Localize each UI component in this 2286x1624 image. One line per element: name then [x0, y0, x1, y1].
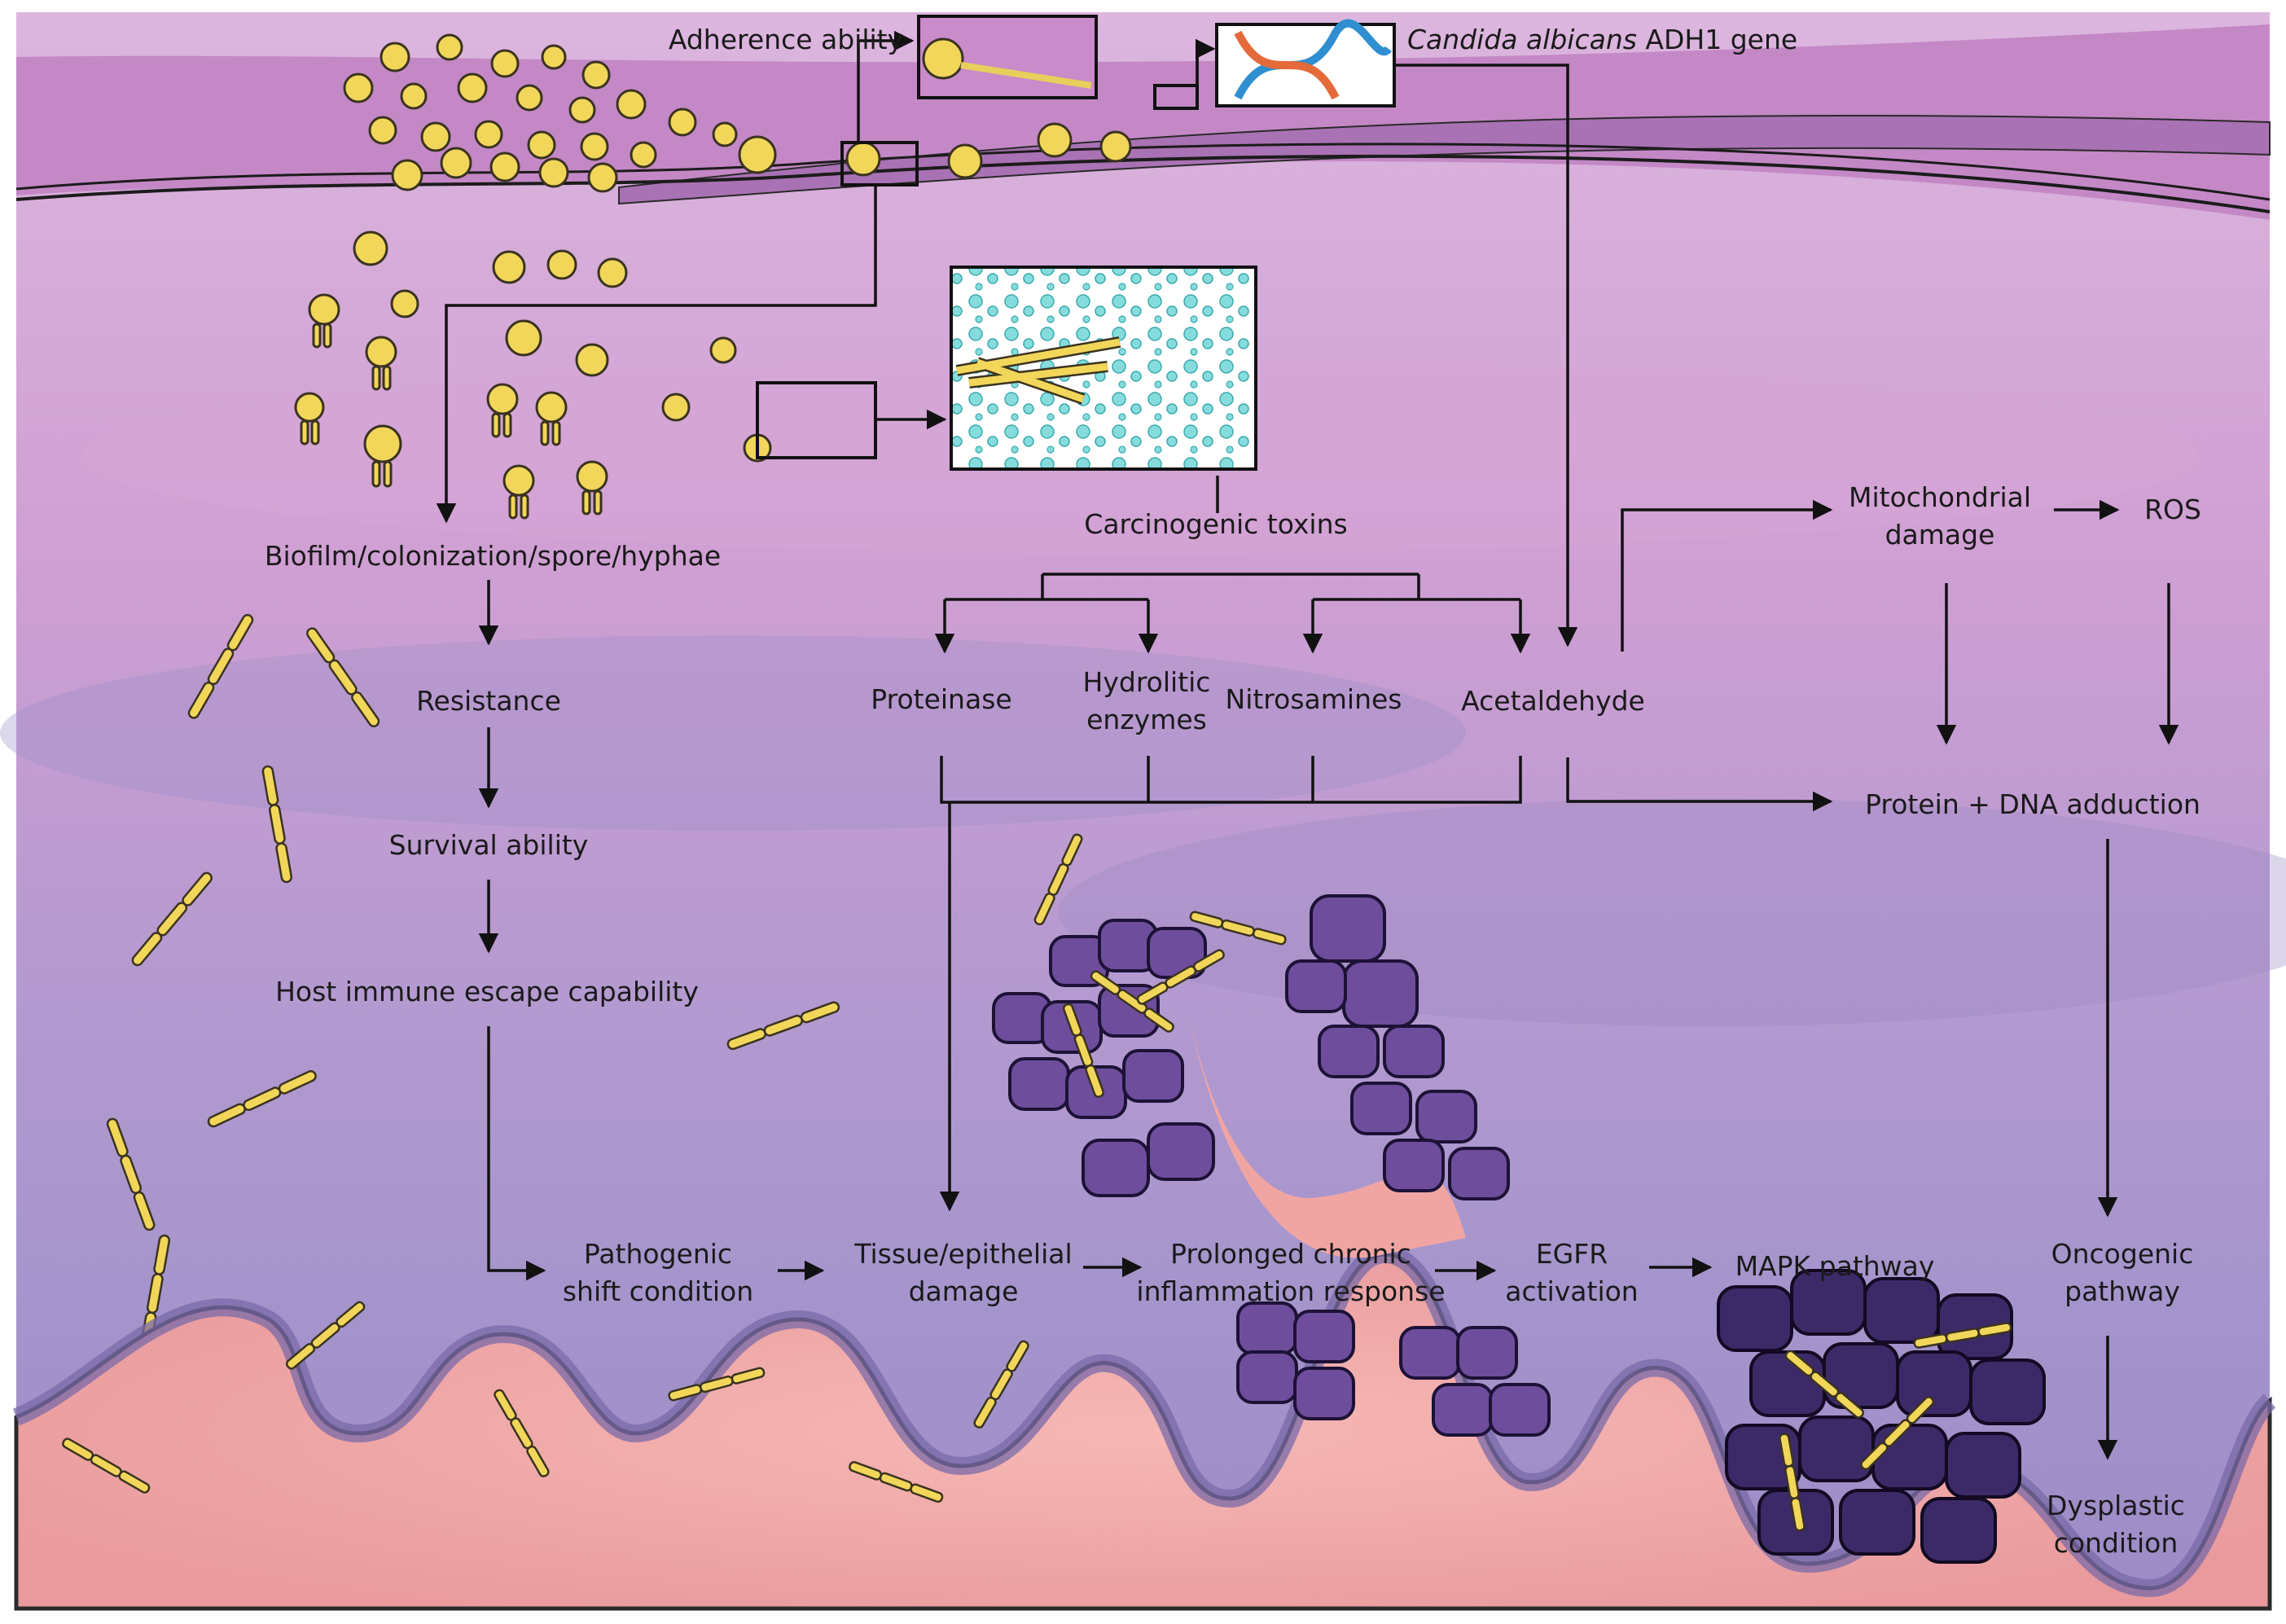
label-adduction: Protein + DNA adduction — [1865, 788, 2200, 820]
label-pathogenic-1: Pathogenic — [583, 1238, 733, 1270]
cell-cluster-right — [1717, 1269, 2046, 1564]
label-proteinase: Proteinase — [871, 683, 1012, 715]
label-gene-rest: ADH1 gene — [1636, 24, 1798, 55]
label-pathogenic-2: shift condition — [562, 1275, 754, 1307]
label-oncogenic-2: pathway — [2064, 1275, 2180, 1307]
label-nitrosamines: Nitrosamines — [1225, 683, 1402, 715]
label-pathogenic: Pathogenic shift condition — [563, 1236, 753, 1310]
label-carcinogenic-toxins: Carcinogenic toxins — [1084, 508, 1348, 540]
label-mitochondrial: Mitochondrial damage — [1849, 479, 2031, 554]
label-immune-escape: Host immune escape capability — [275, 976, 699, 1007]
label-tissue-2: damage — [908, 1275, 1019, 1307]
inset-toxins — [950, 266, 1257, 471]
label-dysplastic-2: condition — [2053, 1527, 2179, 1559]
label-gene-italic: Candida albicans — [1407, 24, 1637, 55]
label-egfr-1: EGFR — [1535, 1238, 1608, 1270]
label-dysplastic: Dysplastic condition — [2047, 1487, 2185, 1562]
label-dysplastic-1: Dysplastic — [2047, 1490, 2185, 1521]
yeast-colony — [343, 33, 1132, 377]
label-egfr: EGFR activation — [1505, 1236, 1638, 1310]
cell-cluster-center — [992, 894, 1551, 1437]
label-mapk: MAPK pathway — [1735, 1250, 1935, 1282]
label-acetaldehyde: Acetaldehyde — [1461, 685, 1645, 717]
label-oncogenic: Oncogenic pathway — [2051, 1236, 2194, 1310]
label-tissue-damage: Tissue/epithelial damage — [854, 1236, 1072, 1310]
label-mito-2: damage — [1885, 519, 1995, 551]
label-adherence: Adherence ability — [668, 24, 904, 55]
budding-yeast — [294, 293, 772, 520]
label-ros: ROS — [2144, 494, 2201, 525]
label-tissue-1: Tissue/epithelial — [854, 1238, 1073, 1270]
label-hydrolitic: Hydrolitic enzymes — [1083, 664, 1211, 739]
label-prolonged: Prolonged chronic inflammation response — [1136, 1236, 1445, 1310]
zoom-box-adherence — [840, 141, 919, 187]
connectors — [436, 30, 2179, 1460]
label-prolonged-2: inflammation response — [1136, 1275, 1446, 1307]
label-egfr-2: activation — [1505, 1275, 1639, 1307]
inset-dna — [1215, 19, 1396, 108]
label-hydrolitic-1: Hydrolitic — [1082, 666, 1211, 698]
inset-adherence — [917, 15, 1098, 99]
label-biofilm: Biofilm/colonization/spore/hyphae — [264, 540, 722, 572]
label-gene: Candida albicans ADH1 gene — [1407, 21, 1797, 59]
label-oncogenic-1: Oncogenic — [2051, 1238, 2194, 1270]
label-resistance: Resistance — [416, 685, 561, 717]
hyphae-masses — [62, 833, 2012, 1532]
label-survival: Survival ability — [388, 829, 589, 861]
label-mito-1: Mitochondrial — [1848, 481, 2032, 513]
label-hydrolitic-2: enzymes — [1086, 704, 1207, 735]
label-prolonged-1: Prolonged chronic — [1170, 1238, 1411, 1270]
